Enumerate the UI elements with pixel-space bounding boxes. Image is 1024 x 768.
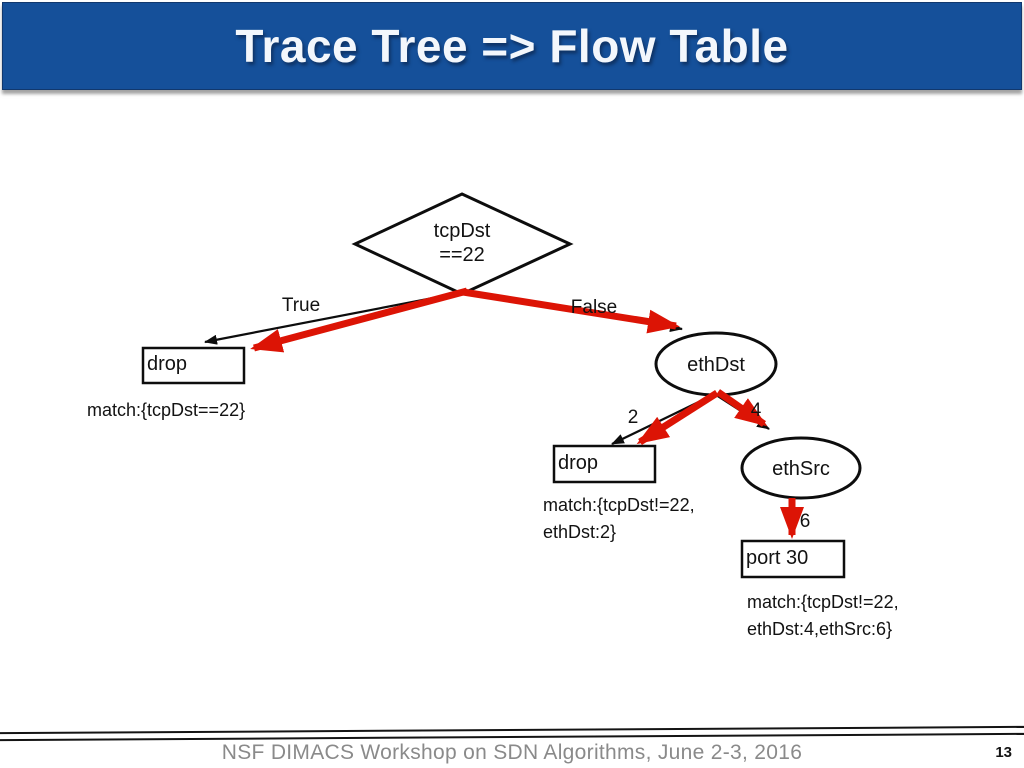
ethsrc-ellipse (740, 436, 862, 500)
match-drop2-line1: match:{tcpDst!=22, (543, 495, 695, 515)
footer-divider (0, 725, 1024, 742)
root-node-label: tcpDst ==22 (382, 219, 542, 267)
trace-tree-diagram: tcpDst ==22 drop ethDst drop ethSrc port… (0, 93, 1024, 713)
ethsrc-label: ethSrc (772, 458, 830, 480)
port30-box (740, 539, 846, 579)
trace-arrow-root-ethdst (462, 288, 680, 334)
edge-label-true: True (281, 295, 321, 316)
slide-title-bar: Trace Tree => Flow Table (2, 2, 1022, 90)
trace-arrow-ethdst-ethsrc (716, 389, 768, 427)
match-annotation-drop-true: match:{tcpDst==22} (87, 400, 246, 420)
match-drop2-line2: ethDst:2} (543, 522, 617, 542)
match-annotation-port30: match:{tcpDst!=22, ethDst:4,ethSrc:6} (747, 589, 899, 643)
drop-true-label: drop (147, 353, 188, 375)
edge-label-6: 6 (799, 511, 811, 532)
drop-2-box (552, 444, 657, 484)
root-label-line2: ==22 (439, 244, 485, 266)
slide-title: Trace Tree => Flow Table (235, 20, 789, 72)
page-number: 13 (995, 744, 1012, 761)
trace-tree-shapes (141, 192, 862, 579)
drop-true-box (141, 346, 246, 385)
footer-caption: NSF DIMACS Workshop on SDN Algorithms, J… (221, 741, 803, 764)
port30-label: port 30 (746, 547, 809, 569)
ethdst-label: ethDst (687, 354, 745, 376)
match-annotation-drop-2: match:{tcpDst!=22, ethDst:2} (543, 492, 695, 546)
edge-label-false: False (570, 297, 618, 318)
trace-arrow-root-drop (250, 287, 468, 353)
trace-arrow-ethdst-drop (636, 390, 719, 445)
edge-label-2: 2 (627, 407, 639, 428)
match-port30-line2: ethDst:4,ethSrc:6} (747, 619, 893, 639)
edge-label-4: 4 (750, 400, 762, 421)
drop-2-label: drop (558, 452, 599, 474)
root-label-line1: tcpDst (433, 220, 491, 242)
match-port30-line1: match:{tcpDst!=22, (747, 592, 899, 612)
